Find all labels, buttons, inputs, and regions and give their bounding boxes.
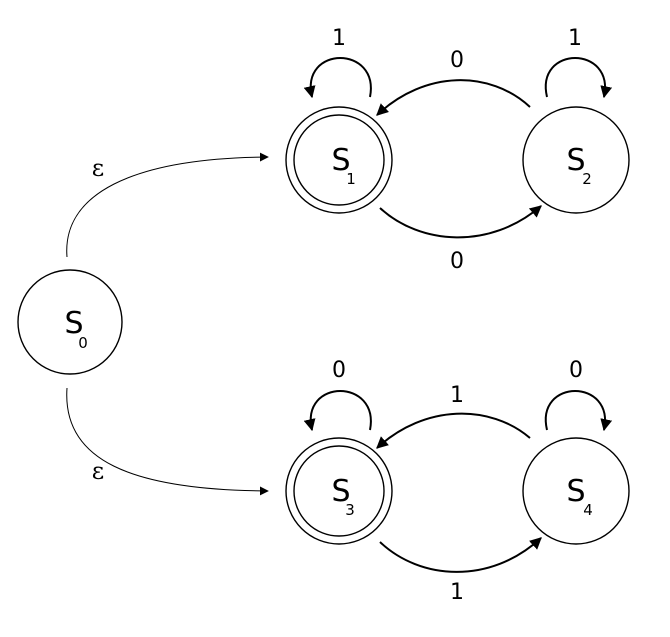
state-s4-subscript: 4 [583, 501, 593, 519]
state-s0: S 0 [17, 269, 123, 375]
edge-label-s1-s2: 0 [450, 249, 464, 274]
edge-s0-s1 [66, 152, 269, 258]
edge-s1-s2 [379, 205, 542, 239]
state-s4-label: S [566, 474, 585, 509]
edge-label-s0-s1: ε [92, 154, 104, 182]
loop-label-s1: 1 [332, 26, 346, 51]
loop-label-s2: 1 [568, 26, 582, 51]
edge-label-s2-s1: 0 [450, 48, 464, 73]
loop-s4 [544, 390, 613, 432]
loop-s2 [544, 57, 613, 99]
edge-s0-s3 [66, 387, 269, 496]
edge-label-s3-s4: 1 [450, 580, 464, 605]
loop-label-s3: 0 [332, 358, 346, 383]
loop-label-s4: 0 [569, 358, 583, 383]
state-s0-subscript: 0 [78, 334, 88, 352]
edge-label-s0-s3: ε [92, 457, 104, 485]
state-s3-label: S [331, 474, 350, 509]
state-s2: S 2 [522, 106, 630, 214]
state-s1: S 1 [285, 106, 393, 214]
edge-label-s4-s3: 1 [450, 383, 464, 408]
state-s3-subscript: 3 [345, 501, 355, 519]
state-s1-label: S [331, 143, 350, 178]
loop-s3 [303, 390, 372, 432]
edge-s3-s4 [379, 537, 542, 573]
state-s4: S 4 [522, 437, 630, 545]
state-s2-label: S [566, 143, 585, 178]
loop-s1 [303, 57, 372, 99]
state-s1-subscript: 1 [346, 170, 356, 188]
edge-s4-s3 [376, 412, 531, 449]
state-s3: S 3 [285, 437, 393, 545]
state-s0-label: S [64, 306, 83, 341]
edge-s2-s1 [376, 79, 531, 116]
state-s2-subscript: 2 [582, 170, 592, 188]
